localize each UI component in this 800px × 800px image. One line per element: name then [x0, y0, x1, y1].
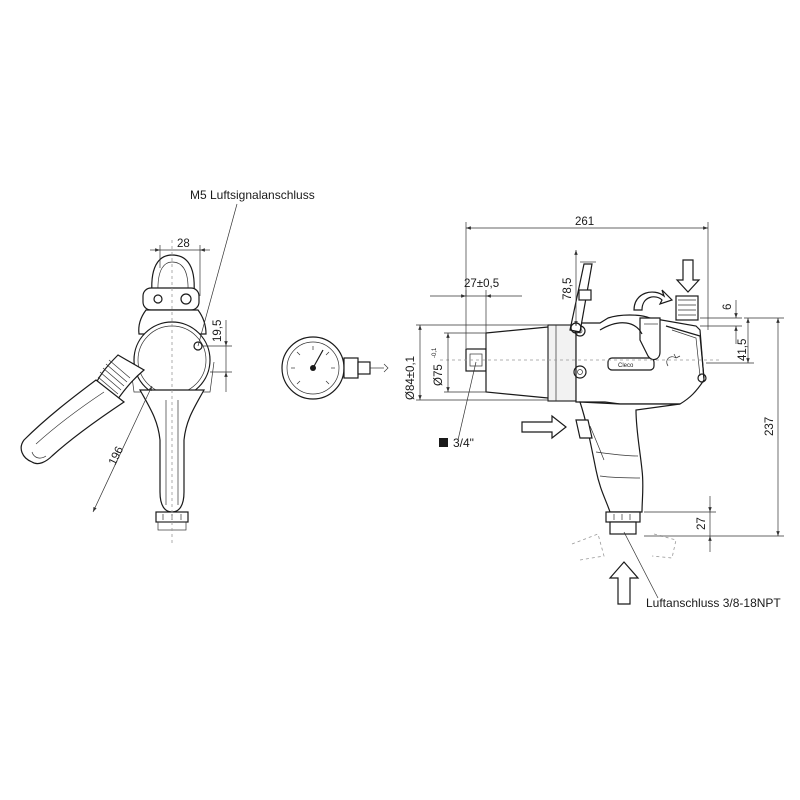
hammer-case: [485, 326, 557, 399]
dim-small-offset: 6: [722, 304, 734, 310]
signal-port-label: M5 Luftsignalanschluss: [190, 188, 315, 202]
rotation-arrow-icon: [633, 289, 674, 311]
reverse-lever: [639, 317, 661, 361]
dim-left-offset: 19,5: [212, 320, 224, 342]
direction-icon: [666, 353, 681, 367]
dim-drive-offset: 27±0,5: [464, 278, 499, 290]
pressure-gauge: [281, 336, 389, 400]
air-inlet-label: Luftanschluss 3/8-18NPT: [646, 596, 781, 610]
dim-inner-dia: Ø75: [433, 364, 445, 386]
signal-port-callout: M5 Luftsignalanschluss: [190, 188, 315, 347]
dim-total-length: 261: [575, 216, 594, 228]
air-in-arrow-side: [521, 414, 567, 440]
gauge-needle: [312, 349, 324, 369]
square-drive-callout: 3/4": [439, 361, 477, 450]
square-symbol-icon: [439, 438, 448, 447]
brand-plate: [607, 357, 655, 371]
side-view-dimensions: 261 27±0,5 Ø84±0,1 Ø75 -0,1 78,5 6 41,5: [405, 216, 784, 552]
side-view: Cleco: [440, 259, 720, 605]
front-view: [20, 240, 215, 545]
air-in-arrow-top: [675, 259, 701, 293]
dim-inner-tol: -0,1: [432, 347, 438, 358]
air-inlet-fitting: [605, 511, 641, 523]
dim-total-height: 237: [764, 417, 776, 436]
dim-outer-dia: Ø84±0,1: [405, 356, 417, 400]
top-air-fitting: [675, 295, 699, 321]
pistol-grip: [579, 401, 681, 513]
dim-bottom-offset: 27: [696, 517, 708, 530]
dim-right-offset: 41,5: [737, 339, 749, 361]
trigger: [575, 419, 593, 439]
air-in-arrow-bottom: [608, 561, 640, 605]
side-handle-grip: [20, 379, 126, 465]
dim-left-width: 28: [177, 238, 190, 250]
dim-top-height: 78,5: [562, 278, 574, 300]
square-drive-label: 3/4": [453, 436, 474, 450]
air-inlet-callout: Luftanschluss 3/8-18NPT: [623, 531, 781, 610]
brand-label: Cleco: [618, 363, 634, 369]
hose-ghost: [571, 533, 605, 561]
